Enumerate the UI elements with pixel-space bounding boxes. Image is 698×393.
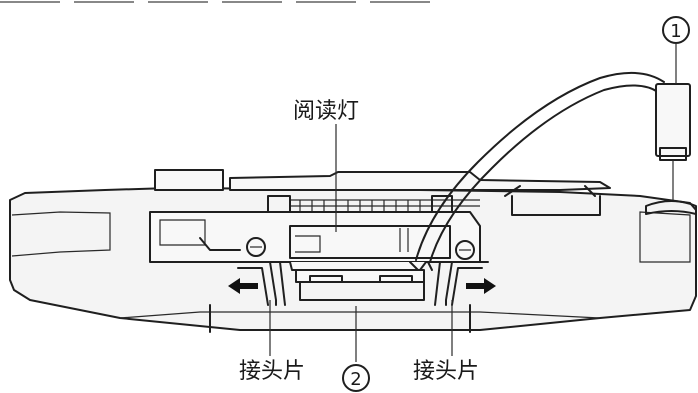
reading-light-label: 阅读灯 [293,99,359,124]
right-connector-callout: 接头片 [413,300,479,384]
callout-1-number: 1 [670,21,681,42]
right-connector-clip [434,240,489,306]
wire-cable [409,71,665,271]
connector-plug [645,83,697,215]
arrow-right-icon [466,278,496,294]
left-connector-callout: 接头片 [239,300,305,384]
left-connector-label: 接头片 [239,359,305,384]
callout-1: 1 [662,16,690,84]
left-connector-clip [231,237,286,306]
arrow-left-icon [228,278,258,294]
callout-2-number: 2 [350,369,361,390]
right-connector-label: 接头片 [413,359,479,384]
reading-lamp-module [289,261,427,301]
callout-2: 2 [342,306,370,392]
reading-light-callout: 阅读灯 [293,99,359,232]
inner-bracket [149,211,481,263]
